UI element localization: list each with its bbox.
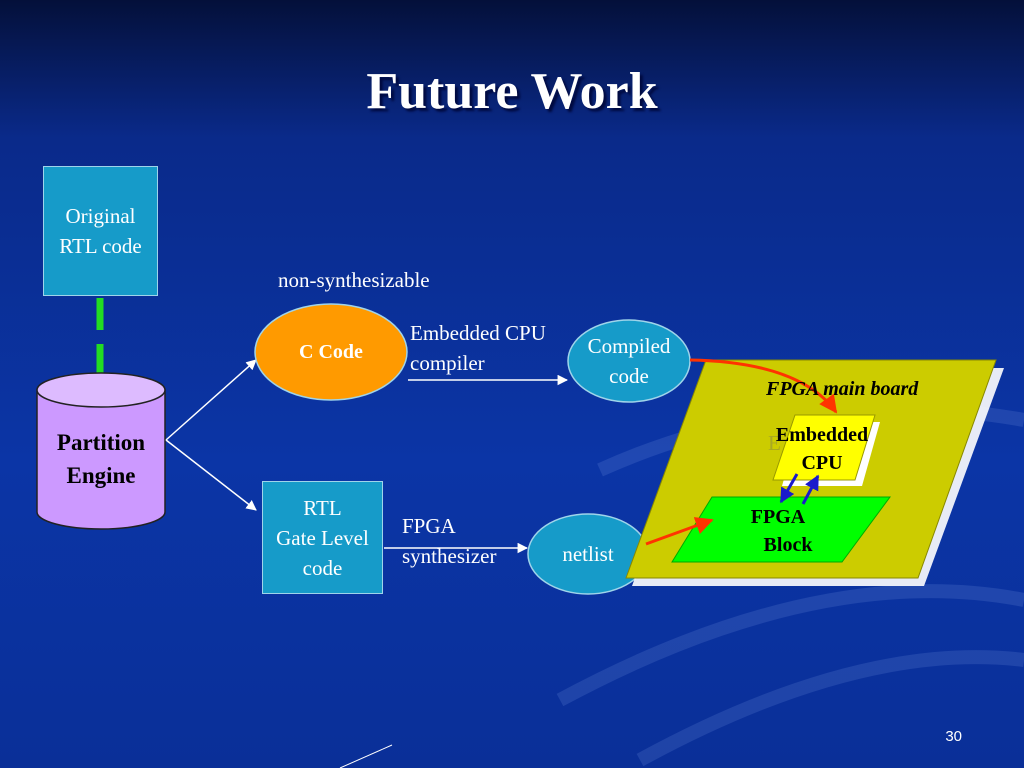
c-code-label: C Code [299, 341, 363, 363]
decor-line [339, 744, 393, 768]
red-arrow-to-cpu [689, 358, 838, 414]
fpga-block-line1: FPGA [750, 506, 806, 528]
blue-arrow-down [779, 473, 799, 504]
cpu-compiler-line2: compiler [410, 351, 485, 375]
rtl-gate-box: RTL Gate Level code [262, 481, 383, 594]
rtl-gate-line1: RTL [303, 495, 342, 520]
fpga-synth-line1: FPGA [402, 514, 456, 538]
compiled-code-label: Compiled code [568, 331, 690, 391]
page-number: 30 [945, 728, 962, 745]
original-rtl-line1: Original [65, 204, 136, 228]
partition-engine-cylinder [36, 372, 166, 530]
red-arrow-to-fpga [645, 517, 714, 546]
cpu-compiler-line1: Embedded CPU [410, 321, 546, 345]
compiled-line2: code [609, 364, 649, 388]
embedded-cpu-line1: Embedded [775, 424, 869, 446]
embedded-cpu-label: Embedded CPU [752, 421, 892, 477]
fpga-block [671, 496, 891, 563]
partition-line1: Partition [56, 430, 146, 455]
rtl-gate-line2: Gate Level [276, 525, 369, 550]
fpga-synth-line2: synthesizer [402, 544, 497, 568]
partition-line2: Engine [66, 463, 136, 488]
fpga-synth-label: FPGA synthesizer [402, 511, 496, 571]
arrow-to-rtl-gate [165, 439, 257, 511]
arrow-to-c-code [165, 359, 257, 441]
compiled-line1: Compiled [587, 334, 671, 358]
embedded-cpu-block [772, 414, 876, 481]
cpu-compiler-label: Embedded CPU compiler [410, 318, 546, 378]
fpga-board-label: FPGA main board [766, 378, 919, 400]
fpga-block-line2: Block [763, 534, 813, 556]
rtl-gate-line3: code [302, 555, 343, 580]
netlist-label: netlist [562, 542, 614, 566]
c-code-ellipse [254, 303, 408, 401]
non-synthesizable-label: non-synthesizable [278, 268, 430, 292]
original-rtl-line2: RTL code [59, 234, 142, 258]
embedded-cpu-line2: CPU [801, 452, 843, 474]
original-rtl-box: Original RTL code [43, 166, 158, 296]
slide-title: Future Work [366, 63, 658, 120]
partition-engine-label: Partition Engine [37, 426, 165, 492]
fpga-block-label: FPGA Block [740, 503, 830, 559]
blue-arrow-up [801, 474, 820, 505]
